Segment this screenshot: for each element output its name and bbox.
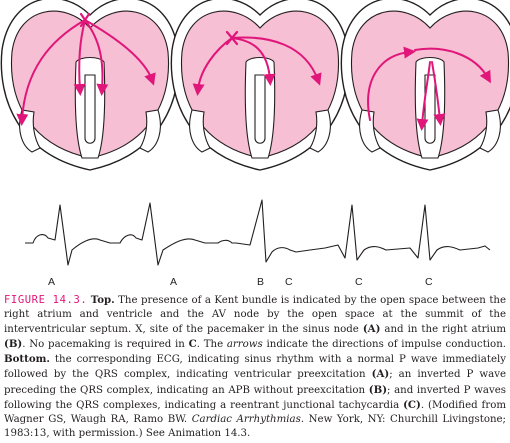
heart-diagram-b xyxy=(170,0,350,171)
caption-text: . New York, NY: Churchill Livingstone; 1… xyxy=(4,413,506,439)
caption-emphasis: arrows xyxy=(226,339,263,351)
caption-text: indicate the directions of impulse condu… xyxy=(262,339,507,351)
caption-panel-ref: (B) xyxy=(368,383,388,396)
ecg-label: A xyxy=(48,276,55,288)
figure-caption: FIGURE 14.3. Top. The presence of a Kent… xyxy=(4,293,506,441)
ecg-label: C xyxy=(425,276,433,288)
ecg-trace xyxy=(25,199,491,266)
caption-text: The presence of a Kent bundle is indicat… xyxy=(4,295,506,336)
caption-book-title: Cardiac Arrhythmias xyxy=(191,413,301,425)
caption-text: ; an inverted P wave preceding the QRS c… xyxy=(4,369,506,396)
heart-diagram-c xyxy=(340,0,510,171)
caption-text: and in the right atrium xyxy=(380,324,506,336)
caption-text: . The xyxy=(196,339,227,351)
ecg-label: C xyxy=(355,276,363,288)
caption-panel-ref: C xyxy=(188,338,197,351)
ecg-label: B xyxy=(257,276,264,288)
heart-diagram-a xyxy=(0,0,180,171)
caption-text: . (Modified from Wagner GS, Waugh RA, Ra… xyxy=(4,399,506,425)
caption-text: ; and inverted P waves following the QRS… xyxy=(4,384,506,411)
caption-bottom-heading: Bottom. xyxy=(4,353,50,366)
caption-text: . No pacemaking is required in xyxy=(22,339,189,351)
caption-top-heading: Top. xyxy=(90,294,115,306)
caption-panel-ref: (A) xyxy=(371,368,390,381)
caption-text: the corresponding ECG, indicating sinus … xyxy=(4,354,506,381)
figure-art: A B C A A B C C C xyxy=(0,0,510,288)
ecg-label: C xyxy=(285,276,293,288)
caption-panel-ref: (C) xyxy=(403,398,421,411)
ecg-label: A xyxy=(170,276,177,288)
caption-panel-ref: (A) xyxy=(362,323,381,336)
figure-number: FIGURE 14.3. xyxy=(4,294,88,306)
caption-panel-ref: (B) xyxy=(4,338,23,351)
